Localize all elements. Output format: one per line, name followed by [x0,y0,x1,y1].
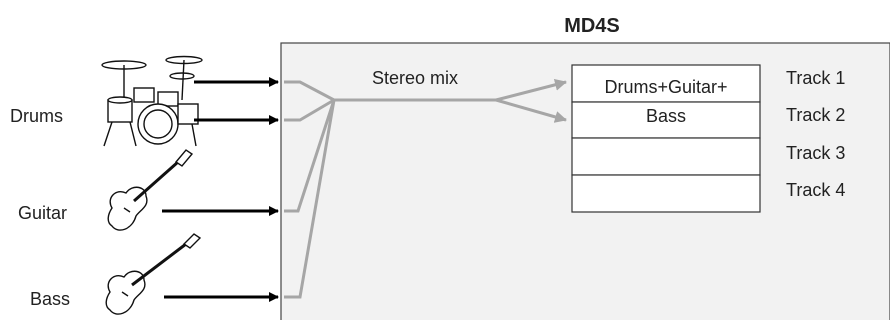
recorded-content-line-2: Bass [646,106,686,126]
mix-arrow-lower [495,98,567,123]
input-label-guitar: Guitar [18,203,67,223]
stereo-mix-label: Stereo mix [372,68,458,88]
stereo-mix-lines [284,78,567,299]
bass-guitar-icon [105,233,202,315]
track-row-2 [571,101,761,139]
drum-kit-icon [101,55,203,147]
input-label-bass: Bass [30,289,70,309]
track-row-4 [571,174,761,213]
track-row-3 [571,137,761,176]
track-label-3: Track 3 [786,143,845,163]
input-label-drums: Drums [10,106,63,126]
input-arrows [162,77,279,302]
track-table [571,64,761,213]
track-label-2: Track 2 [786,105,845,125]
track-row-1 [571,64,761,103]
device-title: MD4S [564,15,620,37]
recorded-content-line-1: Drums+Guitar+ [604,77,727,97]
track-label-4: Track 4 [786,180,845,200]
mix-arrow-upper [495,78,567,102]
electric-guitar-icon [107,149,194,231]
track-label-1: Track 1 [786,68,845,88]
